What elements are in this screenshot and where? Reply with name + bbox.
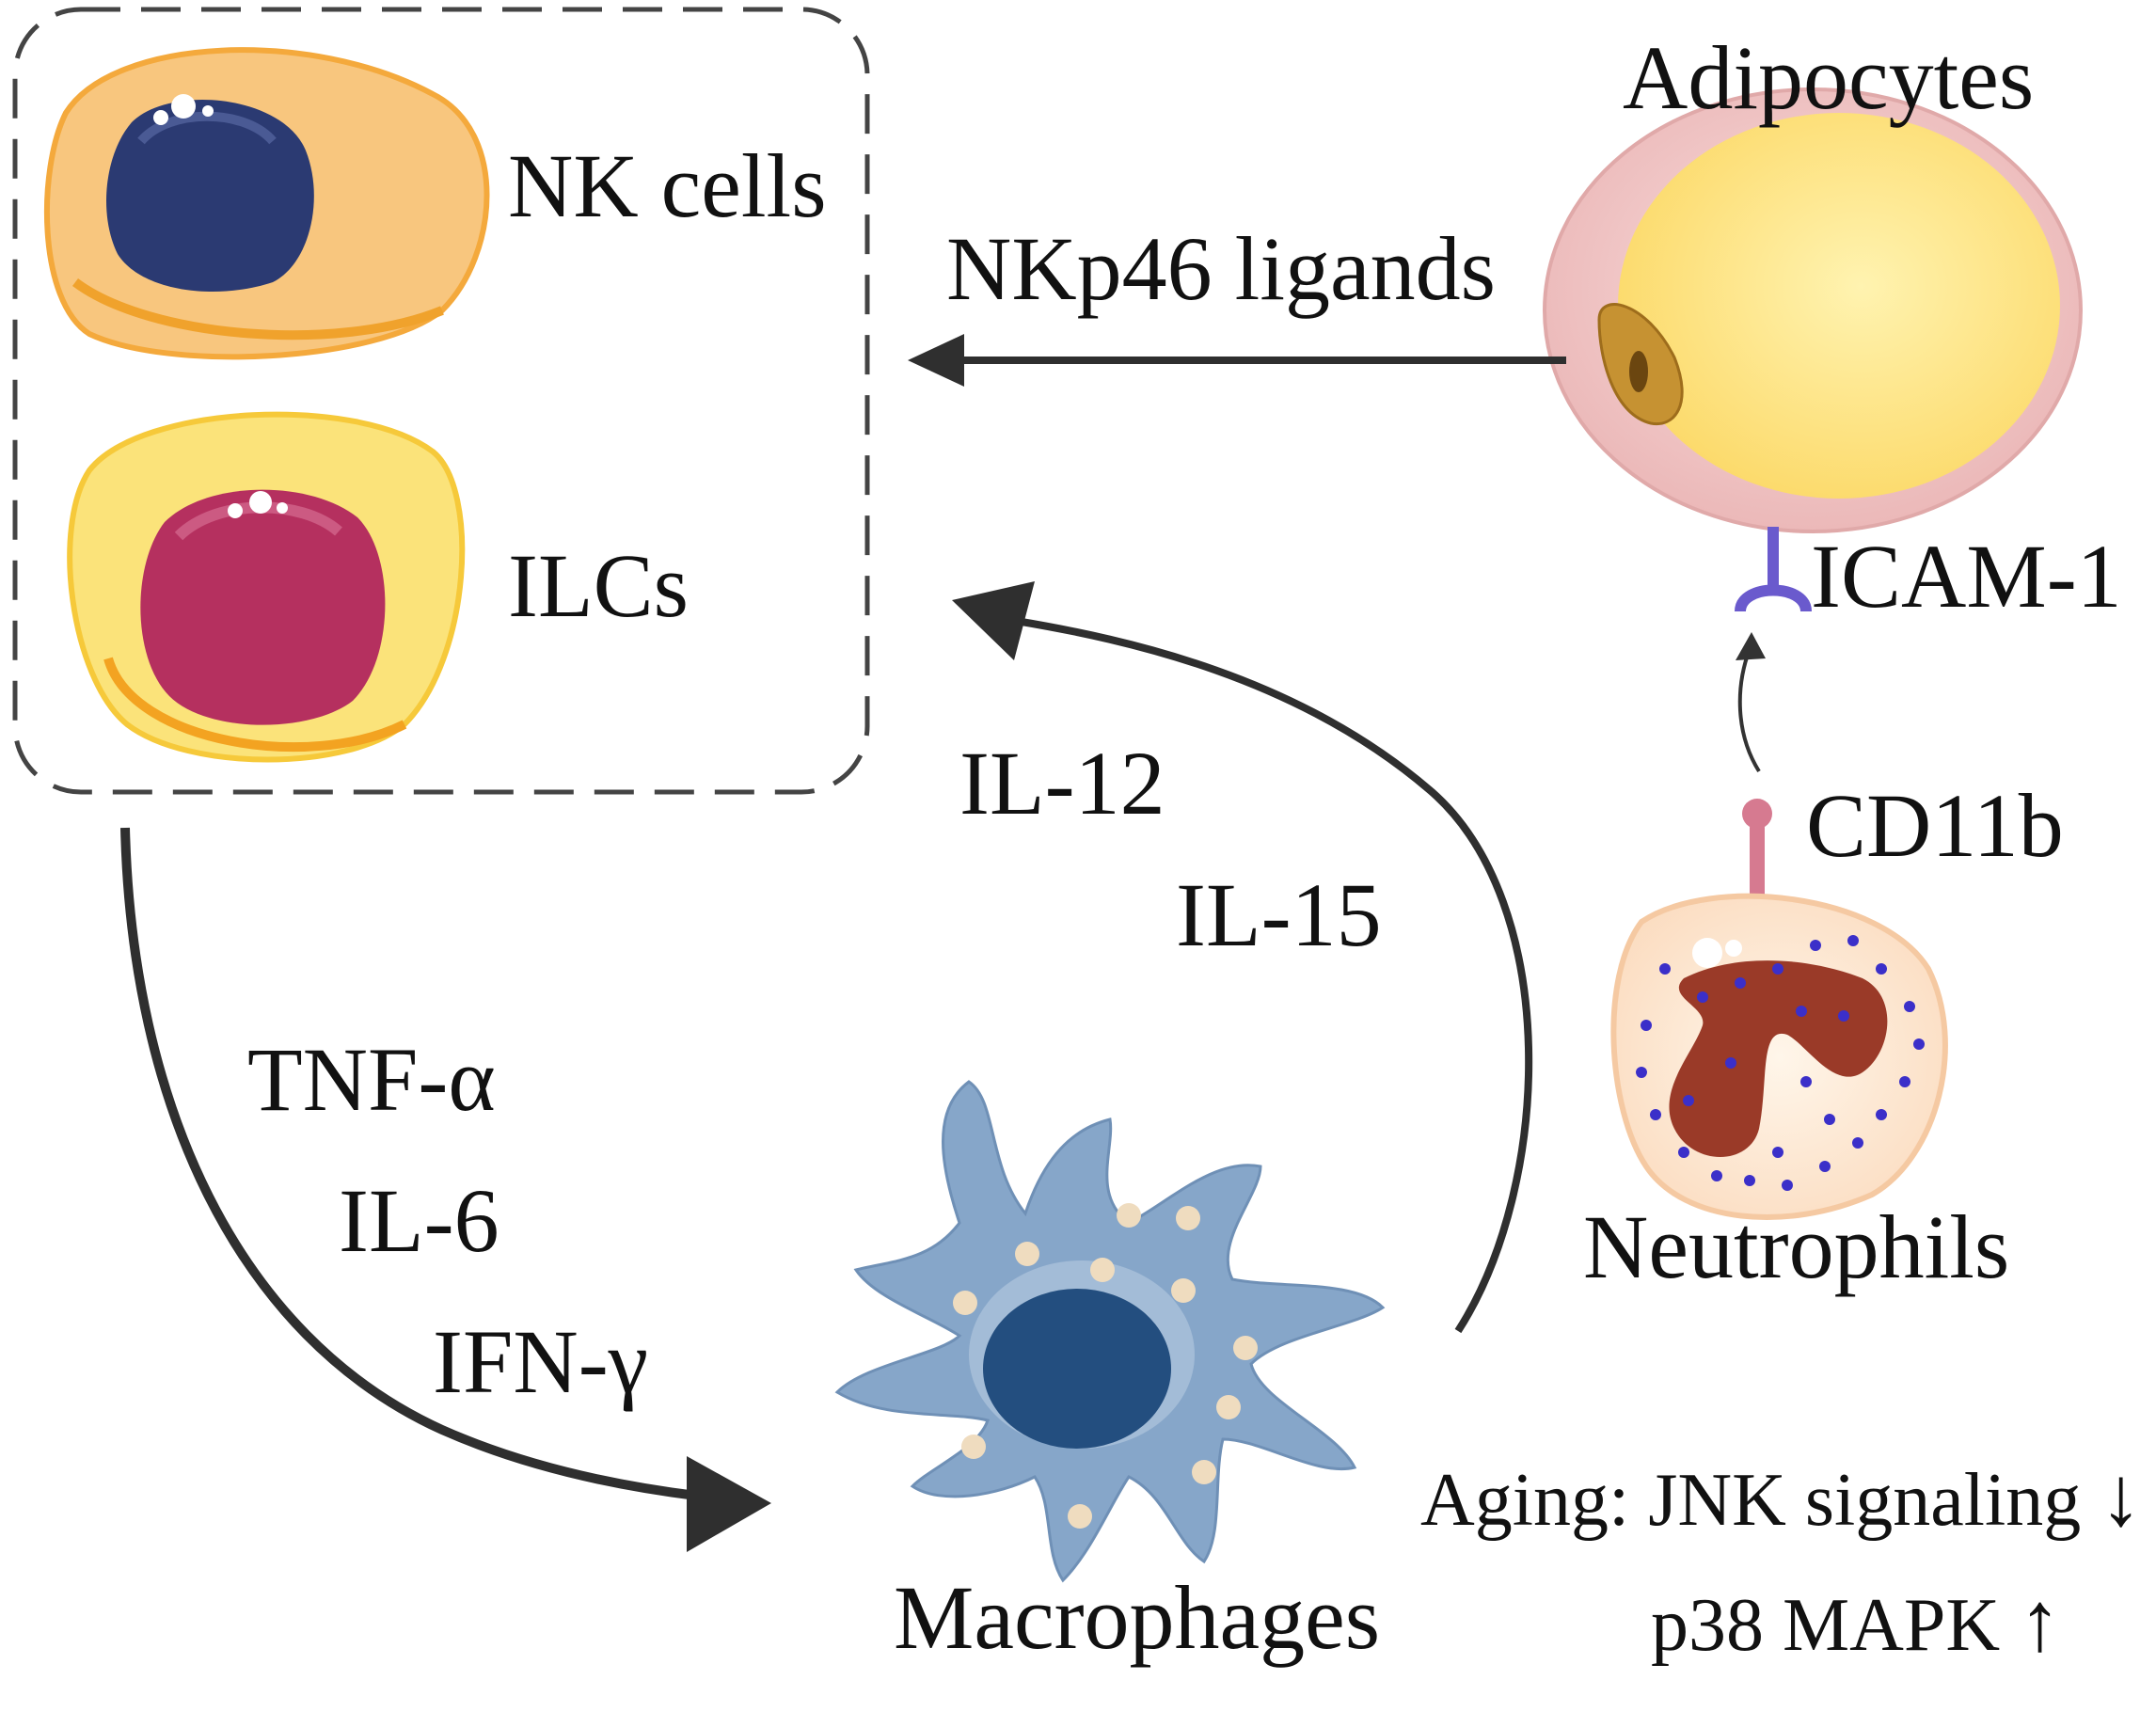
cd11b-to-icam-arrowhead — [1736, 632, 1766, 660]
il-curve-arrow — [1015, 617, 1533, 1334]
nkp46-arrowhead — [908, 334, 964, 387]
aging-p38-label: p38 MAPK ↑ — [1651, 1580, 2061, 1665]
macrophage-cell — [834, 1080, 1386, 1583]
ilcs-label: ILCs — [508, 535, 689, 636]
aging-p38-text: p38 MAPK — [1651, 1584, 2001, 1667]
il-12-label: IL-12 — [959, 733, 1165, 833]
cd11b-label: CD11b — [1806, 775, 2064, 876]
cd11b-to-icam-arrow — [1737, 648, 1761, 773]
il-6-label: IL-6 — [339, 1170, 499, 1271]
cytokine-curve-arrowhead — [687, 1456, 771, 1552]
il-curve-arrowhead — [952, 581, 1035, 660]
nk-cells-label: NK cells — [508, 135, 827, 236]
nk-cell — [43, 47, 490, 360]
macrophages-label: Macrophages — [894, 1567, 1381, 1668]
cytokine-curve-arrow — [120, 827, 697, 1500]
ilc-cell — [67, 411, 466, 763]
aging-jnk-text: Aging: JNK signaling — [1420, 1459, 2082, 1542]
icam-receptor — [1735, 527, 1812, 613]
aging-jnk-label: Aging: JNK signaling ↓ — [1420, 1455, 2142, 1540]
adipocyte-cell — [1543, 87, 2083, 533]
adipocytes-label: Adipocytes — [1623, 27, 2035, 128]
group-box — [12, 7, 870, 795]
neutrophil-cell — [1610, 893, 1948, 1220]
neutrophils-label: Neutrophils — [1583, 1197, 2010, 1297]
up-arrow-icon: ↑ — [2019, 1576, 2062, 1669]
il-15-label: IL-15 — [1176, 864, 1382, 965]
tnf-alpha-label: TNF-α — [247, 1029, 496, 1130]
icam-1-label: ICAM-1 — [1811, 526, 2122, 626]
ifn-gamma-label: IFN-γ — [433, 1311, 649, 1412]
nkp46-ligands-label: NKp46 ligands — [946, 218, 1496, 319]
down-arrow-icon: ↓ — [2100, 1450, 2143, 1544]
